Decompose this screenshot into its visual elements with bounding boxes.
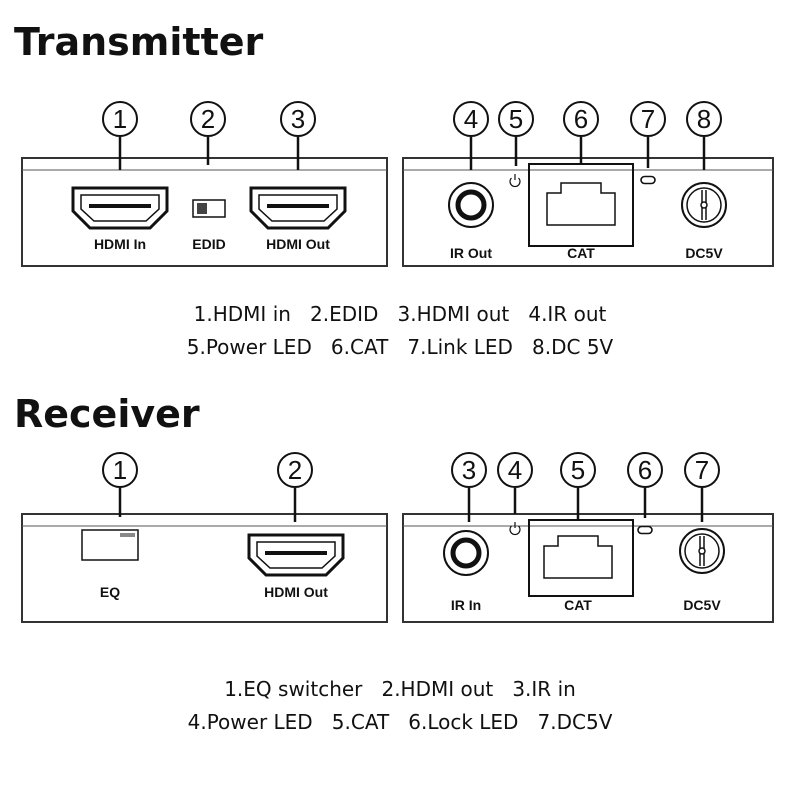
tx-hdmi-out-label: HDMI Out bbox=[266, 236, 330, 252]
tx-hdmi-in-label: HDMI In bbox=[94, 236, 146, 252]
tx-callout-circles bbox=[102, 101, 722, 137]
receiver-legend-line-2: 4.Power LED 5.CAT 6.Lock LED 7.DC5V bbox=[187, 710, 613, 734]
rx-callout-6: 6 bbox=[638, 455, 652, 485]
tx-link-led-icon bbox=[640, 175, 656, 185]
tx-cat-label: CAT bbox=[567, 245, 595, 261]
ir-in-jack-icon bbox=[444, 531, 488, 575]
transmitter-legend-line-2: 5.Power LED 6.CAT 7.Link LED 8.DC 5V bbox=[186, 335, 614, 359]
tx-dc-jack-icon bbox=[681, 182, 727, 228]
rx-callout-4: 4 bbox=[508, 455, 522, 485]
rx-dc-jack-icon bbox=[679, 528, 725, 574]
receiver-title: Receiver bbox=[14, 392, 200, 436]
transmitter-title: Transmitter bbox=[14, 20, 264, 64]
transmitter-legend-line-1: 1.HDMI in 2.EDID 3.HDMI out 4.IR out bbox=[193, 302, 607, 326]
rx-ir-in-label: IR In bbox=[451, 597, 481, 613]
rx-eq-label: EQ bbox=[100, 584, 120, 600]
tx-callout-4: 4 bbox=[464, 104, 478, 134]
rx-cat-label: CAT bbox=[564, 597, 592, 613]
rx-cat-frame bbox=[528, 519, 634, 597]
rx-callout-1: 1 bbox=[113, 455, 127, 485]
rx-callout-3: 3 bbox=[462, 455, 476, 485]
rx-hdmi-out-label: HDMI Out bbox=[264, 584, 328, 600]
tx-callout-2: 2 bbox=[201, 104, 215, 134]
tx-dc-label: DC5V bbox=[685, 245, 723, 261]
tx-callout-leaders bbox=[118, 137, 706, 170]
rx-dc-label: DC5V bbox=[683, 597, 721, 613]
tx-callout-8: 8 bbox=[697, 104, 711, 134]
tx-callout-7: 7 bbox=[641, 104, 655, 134]
rx-callout-7: 7 bbox=[695, 455, 709, 485]
rx-callout-2: 2 bbox=[288, 455, 302, 485]
tx-callout-3: 3 bbox=[291, 104, 305, 134]
rx-callout-leaders bbox=[118, 488, 704, 522]
rx-callout-5: 5 bbox=[571, 455, 585, 485]
hdmi-out-port-icon bbox=[249, 186, 347, 230]
hdmi-in-port-icon bbox=[71, 186, 169, 230]
tx-callout-1: 1 bbox=[113, 104, 127, 134]
tx-callout-6: 6 bbox=[574, 104, 588, 134]
eq-switcher-icon bbox=[81, 529, 139, 561]
rx-lock-led-icon bbox=[637, 525, 653, 535]
rx-callout-circles bbox=[102, 452, 720, 488]
edid-switch-icon bbox=[192, 199, 226, 218]
ir-out-jack-icon bbox=[449, 183, 493, 227]
receiver-legend-line-1: 1.EQ switcher 2.HDMI out 3.IR in bbox=[224, 677, 576, 701]
tx-edid-label: EDID bbox=[192, 236, 225, 252]
tx-ir-out-label: IR Out bbox=[450, 245, 492, 261]
rx-hdmi-out-port-icon bbox=[247, 533, 345, 577]
tx-callout-5: 5 bbox=[509, 104, 523, 134]
